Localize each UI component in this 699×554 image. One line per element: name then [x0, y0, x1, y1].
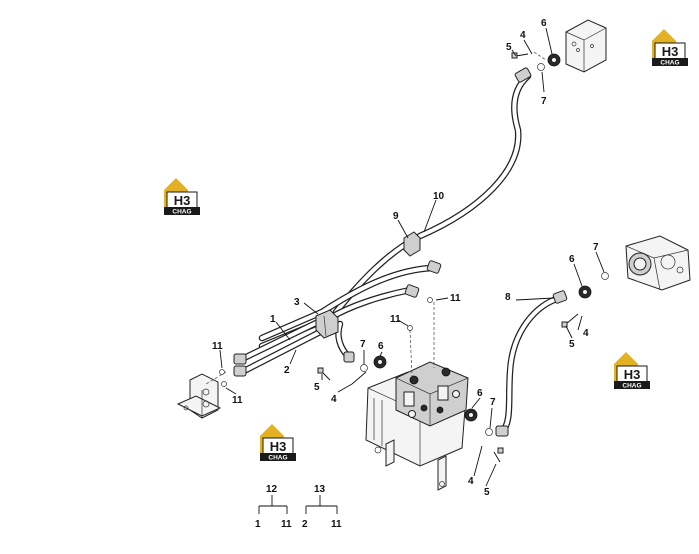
brand-logo: H3 CHAG — [163, 177, 201, 216]
kit-13-member-11: 11 — [331, 519, 342, 530]
callout-5: 5 — [484, 487, 490, 498]
bolts — [317, 52, 579, 463]
leader-lines — [219, 27, 605, 487]
callout-6: 6 — [477, 388, 483, 399]
logo-mark: H3 — [270, 439, 287, 454]
hose-end-fittings — [233, 67, 568, 437]
callout-10: 10 — [433, 191, 445, 202]
callout-8: 8 — [505, 292, 511, 303]
kit-13-legend: 13 2 11 — [302, 484, 342, 530]
callout-6: 6 — [378, 341, 384, 352]
logo-brand: CHAG — [622, 383, 641, 390]
kit-12-member-11: 11 — [281, 519, 292, 530]
callout-4: 4 — [520, 30, 526, 41]
hose-drop-to-fitting — [335, 320, 352, 360]
logo-mark: H3 — [624, 367, 641, 382]
callout-3: 3 — [294, 297, 300, 308]
valve-block-top — [565, 19, 607, 73]
kit-12-number: 12 — [266, 484, 278, 495]
callout-7: 7 — [593, 242, 599, 253]
callout-4: 4 — [583, 328, 589, 339]
kit-12-legend: 12 1 11 — [255, 484, 292, 530]
callout-5: 5 — [506, 42, 512, 53]
callout-labels: 4 5 6 7 10 9 3 1 2 11 11 11 11 7 6 5 4 8… — [212, 18, 599, 498]
gear-pump — [625, 235, 691, 291]
brand-logo: H3 CHAG — [613, 351, 651, 390]
logo-mark: H3 — [662, 44, 679, 59]
kit-12-member-1: 1 — [255, 519, 261, 530]
brand-logo: H3 CHAG — [259, 423, 297, 462]
hose-10-long-upper — [332, 72, 532, 316]
callout-5: 5 — [569, 339, 575, 350]
logo-brand: CHAG — [172, 209, 191, 216]
logo-brand: CHAG — [268, 455, 287, 462]
callout-6: 6 — [569, 254, 575, 265]
left-mount-bracket — [176, 373, 222, 419]
logo-brand: CHAG — [660, 60, 679, 67]
callout-4: 4 — [331, 394, 337, 405]
clamp-3 — [315, 309, 339, 339]
callout-5: 5 — [314, 382, 320, 393]
callout-7: 7 — [360, 339, 366, 350]
callout-2: 2 — [284, 365, 290, 376]
callout-6: 6 — [541, 18, 547, 29]
hose-2 — [242, 326, 328, 374]
control-valve-with-bracket — [365, 361, 469, 491]
brand-logo: H3 CHAG — [651, 28, 689, 67]
callout-4: 4 — [468, 476, 474, 487]
callout-11: 11 — [212, 341, 223, 352]
callout-7: 7 — [490, 397, 496, 408]
callout-11: 11 — [450, 293, 461, 304]
hose-8 — [498, 294, 564, 436]
flanges-and-seals — [219, 53, 609, 436]
hose-1 — [236, 318, 322, 364]
assembly-guide-lines — [205, 51, 547, 385]
callout-9: 9 — [393, 211, 399, 222]
callout-11: 11 — [232, 395, 243, 406]
kit-13-number: 13 — [314, 484, 326, 495]
callout-11: 11 — [390, 314, 401, 325]
callout-7: 7 — [541, 96, 547, 107]
logo-mark: H3 — [174, 193, 191, 208]
callout-1: 1 — [270, 314, 276, 325]
kit-13-member-2: 2 — [302, 519, 308, 530]
